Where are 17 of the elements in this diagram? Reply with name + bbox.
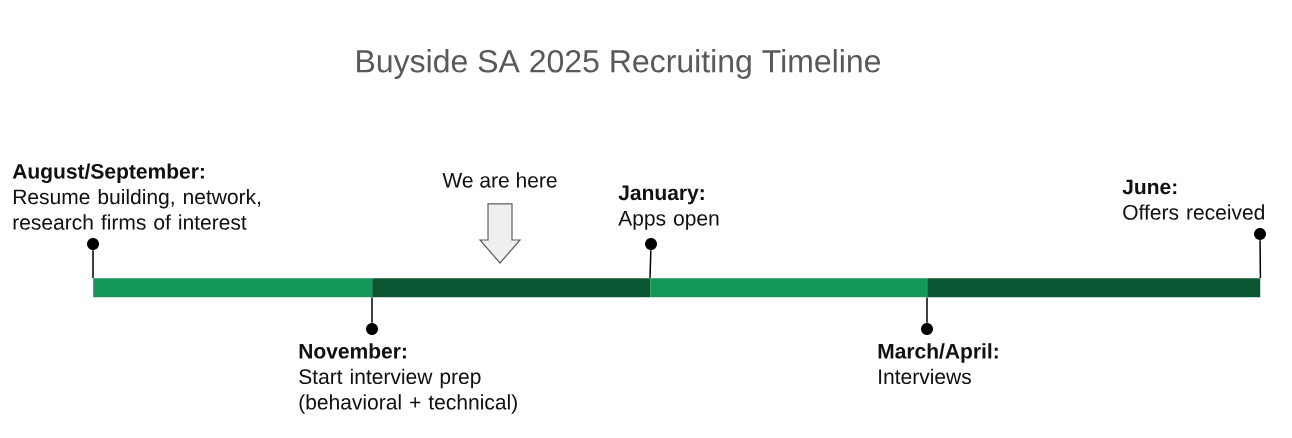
timeline-segment	[927, 278, 1261, 298]
stem-line	[1259, 239, 1262, 279]
stem-line	[92, 249, 94, 279]
block-arrow	[478, 203, 522, 264]
timeline-segment	[650, 278, 928, 298]
annotation-text: We are here	[442, 172, 557, 188]
milestone-label: January: Apps open	[618, 185, 719, 230]
stem-line	[371, 296, 373, 324]
milestone-label: November: Start interview prep (behavioral + technical)	[299, 343, 517, 414]
stem-line	[649, 249, 652, 279]
milestone-label: June: Offers received	[1122, 179, 1264, 220]
timeline-segment	[372, 278, 651, 298]
timeline-segment	[93, 278, 373, 298]
milestone-label: March/April: Interviews	[878, 343, 998, 385]
milestone-label: August/September: Resume building, network, research firms of interest	[12, 163, 261, 230]
stem-line	[926, 296, 928, 324]
title: Buyside SA 2025 Recruiting Timeline	[357, 49, 881, 79]
